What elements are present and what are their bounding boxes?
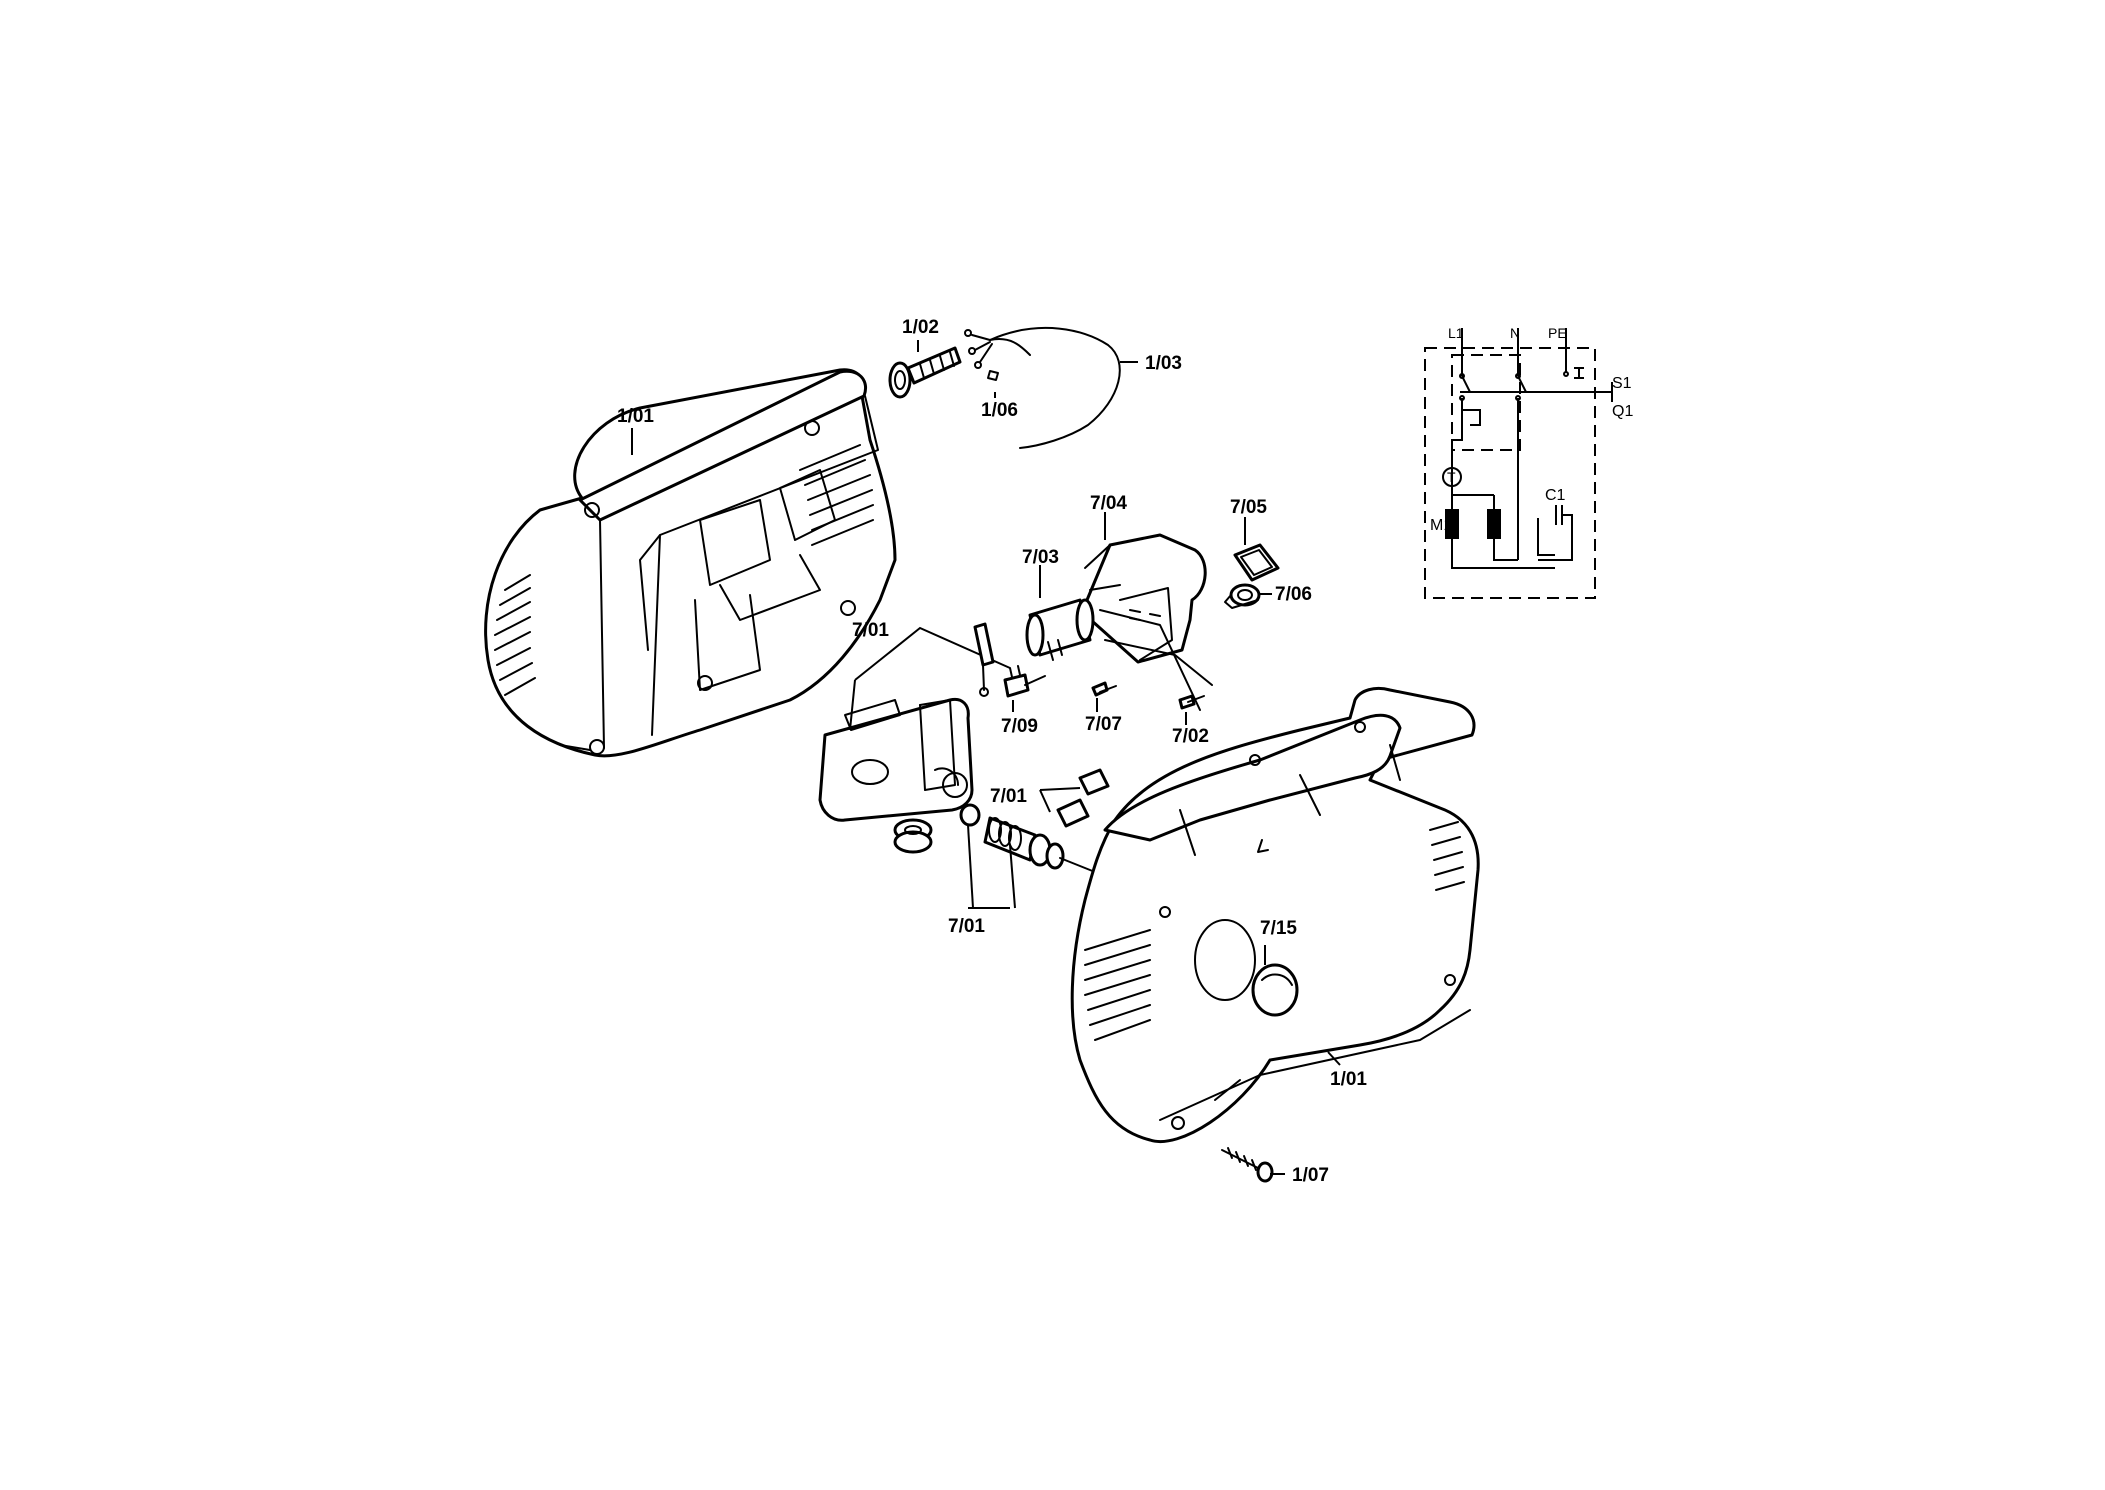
motor-coil-right bbox=[1487, 509, 1501, 539]
motor-coil-left bbox=[1445, 509, 1459, 539]
thermal-sensor-symbol bbox=[1442, 467, 1462, 487]
capacitor-part bbox=[1025, 598, 1095, 661]
schematic-label-n: N bbox=[1510, 325, 1520, 341]
schematic-label-l1: L1 bbox=[1448, 325, 1464, 341]
callout-7-01-left: 7/01 bbox=[852, 620, 889, 641]
callout-1-01-bottom: 1/01 bbox=[1330, 1069, 1367, 1090]
seal-ring-part bbox=[1233, 543, 1280, 582]
screw-7-07 bbox=[1091, 681, 1117, 697]
screw-1-07 bbox=[1221, 1147, 1274, 1183]
pump-assembly-part bbox=[818, 626, 1011, 822]
callout-1-06: 1/06 bbox=[981, 400, 1018, 421]
callout-7-01-mid: 7/01 bbox=[990, 786, 1027, 807]
callout-7-15: 7/15 bbox=[1260, 918, 1297, 939]
callout-7-02: 7/02 bbox=[1172, 726, 1209, 747]
callout-7-04: 7/04 bbox=[1090, 493, 1127, 514]
cable-gland-part bbox=[888, 346, 962, 399]
callout-7-06: 7/06 bbox=[1275, 584, 1312, 605]
callout-7-03: 7/03 bbox=[1022, 547, 1059, 568]
schematic-label-c1: C1 bbox=[1545, 487, 1566, 504]
callout-1-02: 1/02 bbox=[902, 317, 939, 338]
callout-7-07: 7/07 bbox=[1085, 714, 1122, 735]
callout-7-05: 7/05 bbox=[1230, 497, 1267, 518]
o-ring-part bbox=[959, 803, 981, 827]
schematic-frame bbox=[1424, 347, 1596, 599]
pump-seal-part bbox=[893, 818, 933, 854]
callout-7-01-bottom: 7/01 bbox=[948, 916, 985, 937]
callout-1-07: 1/07 bbox=[1292, 1165, 1329, 1186]
switch-part bbox=[1003, 665, 1046, 698]
schematic-label-s1: S1 bbox=[1612, 375, 1632, 392]
callout-labels: 1/02 1/03 1/06 1/01 7/04 7/05 7/03 7/06 … bbox=[617, 317, 1367, 1186]
callout-1-01-top: 1/01 bbox=[617, 406, 654, 427]
wire-clip-part bbox=[987, 370, 999, 381]
power-cable-part bbox=[964, 326, 1121, 449]
callout-7-09: 7/09 bbox=[1001, 716, 1038, 737]
schematic-label-q1: Q1 bbox=[1612, 403, 1633, 420]
schematic-label-t: T bbox=[1447, 469, 1456, 485]
screw-7-02 bbox=[1178, 694, 1205, 710]
plug-part bbox=[1224, 583, 1261, 609]
valve-stack-part bbox=[983, 816, 1111, 879]
rear-housing-half bbox=[484, 368, 897, 758]
wiring-schematic: L1 N PE S1 Q1 C1 M1 T bbox=[1424, 325, 1633, 599]
valve-cap-part bbox=[1039, 768, 1110, 828]
front-housing-half bbox=[1070, 686, 1480, 1143]
pump-pin-part bbox=[973, 622, 995, 697]
bottom-bracket-lines bbox=[967, 824, 1016, 909]
schematic-label-pe: PE bbox=[1548, 325, 1567, 341]
motor-housing-part bbox=[1080, 533, 1213, 711]
leader-lines bbox=[631, 340, 1341, 1175]
callout-1-03: 1/03 bbox=[1145, 353, 1182, 374]
